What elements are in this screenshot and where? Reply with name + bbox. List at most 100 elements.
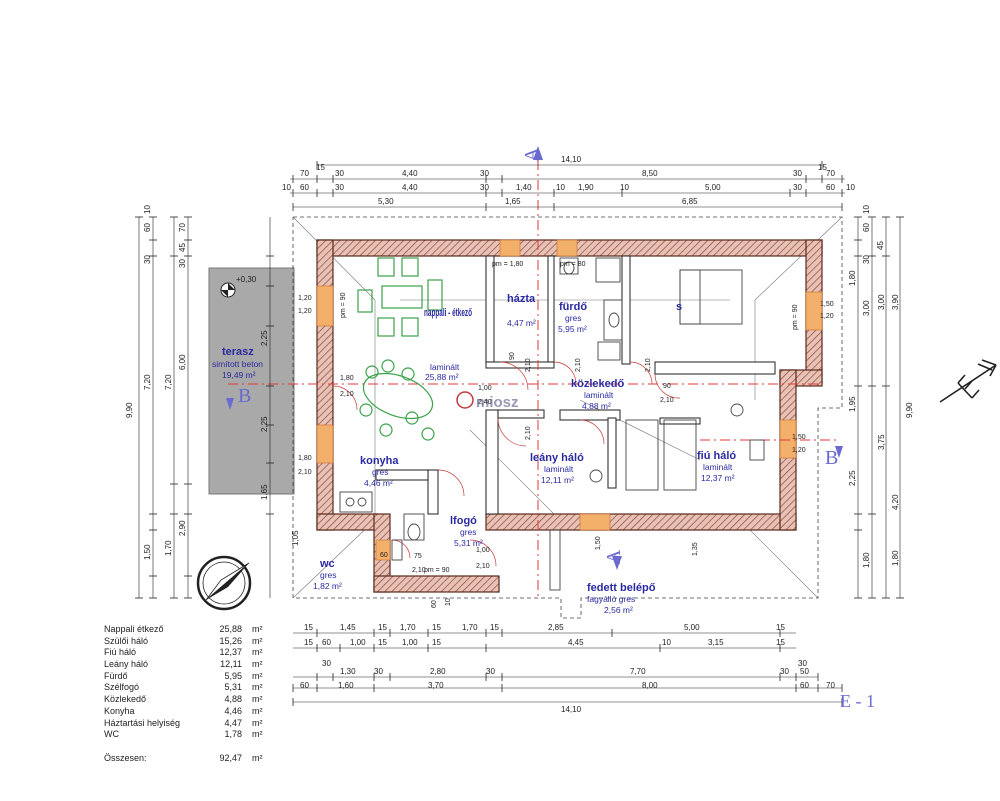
dim-right-1-80: 1,80 [891,550,900,566]
dim-top-r1-8: 15 [818,163,827,172]
dim-left-s9: 2,10 [340,391,354,398]
dim-top-r3-1: 1,65 [505,197,521,206]
dim-left-2-25b: 2,25 [260,416,269,432]
dim-top-r1-1: 70 [300,169,309,178]
dim-left-s6: 1,20 [298,295,312,302]
door-swings [332,361,681,567]
dim-top-r2-11: 60 [826,183,835,192]
room-area-furdo: 5,95 m² [558,324,587,334]
dim-right-s2: 30 [862,255,871,264]
watermark-text: miosz [476,394,519,411]
area-row-unit: m² [252,659,263,670]
room-name-nappali: nappali - étkező [424,307,472,319]
dim-right-3-00: 3,00 [877,294,886,310]
dim-left-s12: 1,50 [143,544,152,560]
dim-bottom-r2-3: 15 [378,638,387,647]
dim-bottom-r2-6: 4,45 [568,638,584,647]
dim-left-s10: 1,80 [298,455,312,462]
dim-bottom-r2-8: 3,15 [708,638,724,647]
inner-dim-21: 60 [431,600,438,608]
area-row-value: 25,88 [219,624,242,634]
area-row-value: 1,78 [224,729,242,740]
dim-right-s1: 60 [862,223,871,232]
area-row-name: Közlekedő [104,694,147,705]
dim-top-r2-8: 10 [620,183,629,192]
dim-bottom-r4-1: 1,60 [338,681,354,690]
dimension-ticks-top [292,161,843,211]
dim-left-2-25a: 2,25 [260,330,269,346]
living-room-furniture [357,257,443,441]
dim-top-r2-0: 10 [282,183,291,192]
dim-top-r2-12: 10 [846,183,855,192]
watermark-logo: miosz [456,391,519,411]
dim-right-s9: 1,50 [820,301,834,308]
section-lines [228,160,840,600]
area-row-name: Fürdő [104,670,128,681]
dim-left-7-20b: 7,20 [164,374,173,390]
dim-right-s0: 10 [862,205,871,214]
area-row-name: Leány háló [104,659,149,670]
dim-bottom-r1-3: 1,70 [400,623,416,632]
dim-top-r3-0: 5,30 [378,197,394,206]
room-name-szuloi: s [676,301,682,313]
section-mark-a-bottom: A [603,549,625,564]
dim-left-1-65: 1,65 [260,484,269,500]
dim-top-r2-9: 5,00 [705,183,721,192]
room-name-leany: leány háló [530,452,584,464]
area-row-unit: m² [252,647,263,658]
dim-bottom-r3-5: 7,70 [630,667,646,676]
inner-dim-4: 2,10 [525,358,532,372]
dimension-ticks-right [854,216,904,599]
room-area-bejaro: 2,56 m² [604,605,633,615]
inner-dim-18: 2,10 [476,563,490,570]
room-name-furdo: fürdő [559,301,587,313]
dim-right-s11: 1,50 [792,434,806,441]
room-material-bejaro: fagyálló gres [587,594,635,604]
inner-dim-9: 2,10 [645,358,652,372]
inner-dim-2: pm = 80 [560,261,586,268]
room-area-leany: 12,11 m² [541,475,574,485]
dim-bottom-r3-4: 30 [486,667,495,676]
dim-bottom-r1-7: 2,85 [548,623,564,632]
inner-dim-3: pm = 90 [792,304,799,330]
dim-right-s12: 1,20 [792,447,806,454]
inner-dim-20: 1,35 [692,542,699,556]
room-material-wc: gres [320,570,337,580]
dimension-lines-left [138,217,271,598]
dim-top-r2-2: 30 [335,183,344,192]
area-row-unit: m² [252,694,263,705]
dim-left-s3: 70 [178,223,187,232]
area-row-name: Nappali étkező [104,624,164,634]
inner-dim-15: 2,10 [412,567,426,574]
area-row-value: 4,47 [224,717,242,728]
dim-bottom-r4-0: 60 [300,681,309,690]
area-row-value: 4,46 [224,705,242,716]
dim-bottom-r2-0: 15 [304,638,313,647]
dim-top-r1-3: 4,40 [402,169,418,178]
area-total-value: 92,47 [219,752,242,763]
terrace-area [208,267,295,495]
sheet-label: E - 1 [840,691,875,711]
dim-bottom-r4-2: 3,70 [428,681,444,690]
inner-dim-13: 60 [380,552,388,559]
room-area-szelfogo: 5,31 m² [454,538,483,548]
dim-left-s15: 1,05 [291,530,300,546]
inner-dim-11: 2,10 [660,397,674,404]
dim-top-r1-5: 8,50 [642,169,658,178]
dim-bottom-r1-2: 15 [378,623,387,632]
dim-bottom-r2-2: 1,00 [350,638,366,647]
dim-top-r2-4: 30 [480,183,489,192]
room-material-szelfogo: gres [460,527,477,537]
inner-dim-12: 2,10 [525,426,532,440]
area-total-label: Összesen: [104,752,147,763]
elevation-direction-icon [939,359,997,403]
dim-right-s10: 1,20 [820,313,834,320]
dim-bottom-r2-5: 15 [432,638,441,647]
section-mark-a-top: A [521,147,543,162]
